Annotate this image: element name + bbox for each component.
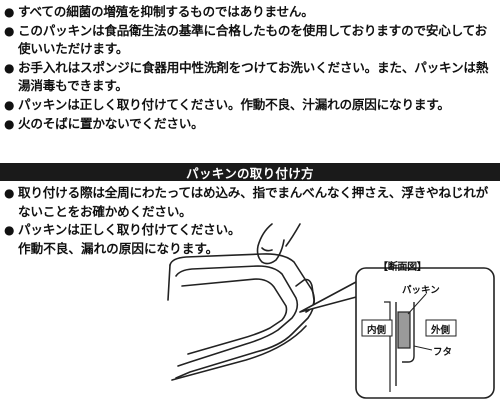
banner-title: パッキンの取り付け方 xyxy=(186,165,314,181)
packing-profile xyxy=(397,311,411,349)
packing-label: パッキン xyxy=(402,285,440,296)
finger-outline xyxy=(256,223,285,265)
step-item: ●パッキンは正しく取り付けてください。 xyxy=(4,221,496,240)
lid-rim-inner xyxy=(175,265,299,367)
bullet-icon: ● xyxy=(4,186,15,200)
packing-leader xyxy=(407,293,427,315)
lid-profile xyxy=(395,302,415,386)
lid-label: フタ xyxy=(433,347,453,358)
inside-label: 内側 xyxy=(367,325,387,336)
inside-label-frame xyxy=(361,319,393,337)
lid-bottom-edge xyxy=(167,264,171,301)
cross-section-title: 【断面図】 xyxy=(378,262,427,273)
lid-leader xyxy=(413,345,433,351)
caution-notes: ●すべての細菌の増殖を抑制するものではありません。 ●このパッキンは食品衛生法の… xyxy=(4,3,496,133)
packing-illustration xyxy=(167,223,495,399)
bullet-icon: ● xyxy=(4,60,15,75)
hand-outline xyxy=(285,223,301,247)
step-item: ●取り付ける際は全周にわたってはめ込み、指でまんべんなく押さえ、浮きやねじれがな… xyxy=(4,185,489,219)
bullet-icon: ● xyxy=(4,5,15,19)
installation-steps: ●取り付ける際は全周にわたってはめ込み、指でまんべんなく押さえ、浮きやねじれがな… xyxy=(4,184,496,258)
packing-groove xyxy=(181,278,288,355)
note-item: ●すべての細菌の増殖を抑制するものではありません。 xyxy=(4,3,496,22)
outside-label: 外側 xyxy=(431,325,451,336)
step-continuation: 作動不良、漏れの原因になります。 xyxy=(18,240,219,256)
note-item: ●このパッキンは食品衛生法の基準に合格したものを使用しておりますので安心してお使… xyxy=(4,22,488,57)
section-banner: パッキンの取り付け方 xyxy=(0,163,500,181)
bullet-icon: ● xyxy=(4,223,15,238)
note-item: ●火のそばに置かないでください。 xyxy=(4,115,496,134)
outside-label-frame xyxy=(425,319,457,337)
note-item: ●パッキンは正しく取り付けてください。作動不良、汁漏れの原因になります。 xyxy=(4,96,496,115)
note-item: ●お手入れはスポンジに食器用中性洗剤をつけてお洗いください。また、パッキンは熱湯… xyxy=(4,59,489,94)
bullet-icon: ● xyxy=(4,23,15,38)
bullet-icon: ● xyxy=(4,116,15,131)
bullet-icon: ● xyxy=(4,97,15,112)
